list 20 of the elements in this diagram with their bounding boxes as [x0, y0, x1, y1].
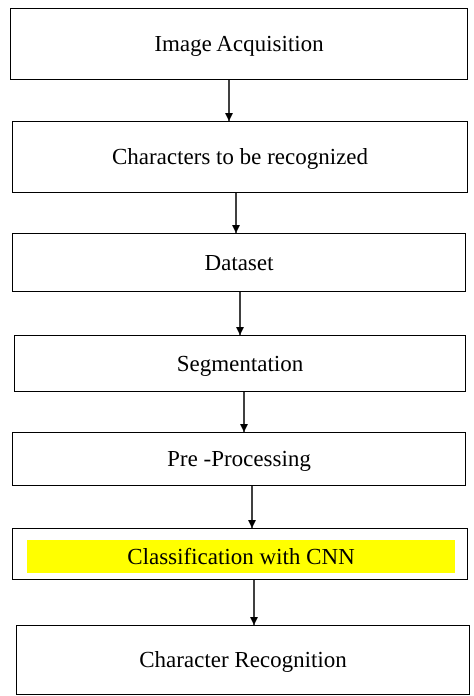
arrow [225, 80, 233, 121]
process-box [14, 335, 466, 392]
process-box [12, 528, 468, 580]
process-box [10, 8, 468, 80]
process-box [16, 625, 470, 695]
process-box [12, 432, 466, 486]
box-label: Segmentation [176, 350, 304, 378]
highlighted-text: Classification with CNN [27, 540, 455, 573]
box-label: Dataset [204, 248, 274, 276]
arrow [248, 486, 256, 528]
process-box [12, 121, 468, 193]
arrow [240, 392, 248, 432]
box-label: Characters to be recognized [112, 143, 368, 171]
arrow [232, 193, 240, 233]
box-label: Pre -Processing [167, 445, 311, 473]
arrow [250, 580, 258, 625]
arrow [236, 292, 244, 335]
box-label: Image Acquisition [154, 30, 324, 58]
box-label: Character Recognition [139, 646, 347, 674]
process-box [12, 233, 466, 292]
